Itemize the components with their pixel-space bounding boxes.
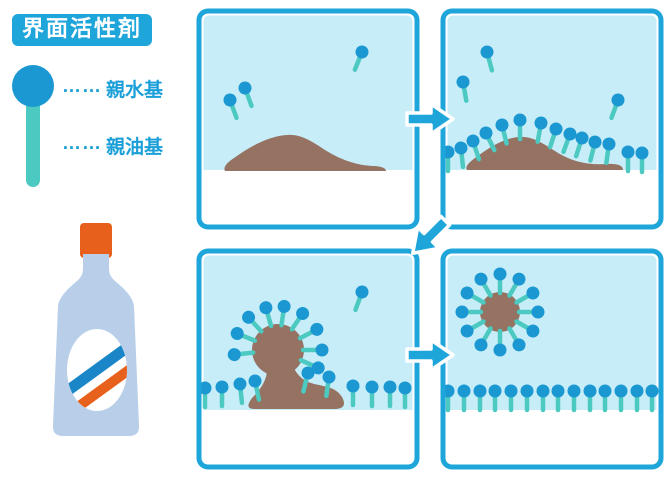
panel-step-3 bbox=[196, 248, 420, 470]
legend-item-lipophilic: ……親油基 bbox=[62, 132, 163, 159]
title-badge: 界面活性剤 bbox=[12, 14, 153, 47]
hydrophilic-label: 親水基 bbox=[106, 80, 164, 101]
arrow-step1-to-step2-icon bbox=[403, 98, 457, 145]
hydrophilic-head-icon bbox=[12, 65, 54, 107]
panel-step-2 bbox=[440, 8, 664, 230]
surfactant-molecule-icon bbox=[10, 61, 62, 196]
arrow-step3-to-step4-icon bbox=[403, 334, 457, 381]
detergent-bottle-icon bbox=[30, 222, 162, 462]
lipophilic-tail-icon bbox=[26, 99, 40, 187]
legend-item-hydrophilic: ……親水基 bbox=[62, 75, 163, 102]
arrow-step2-to-step3-icon bbox=[402, 210, 456, 269]
dotted-leader: …… bbox=[62, 76, 102, 97]
label-stripe-blue bbox=[67, 331, 127, 408]
panel-step-1 bbox=[196, 8, 420, 230]
dotted-leader: …… bbox=[62, 133, 102, 154]
bottle-cap bbox=[80, 223, 112, 258]
page-title: 界面活性剤 bbox=[22, 16, 143, 41]
lipophilic-label: 親油基 bbox=[106, 137, 164, 158]
panel-step-4 bbox=[440, 248, 664, 470]
